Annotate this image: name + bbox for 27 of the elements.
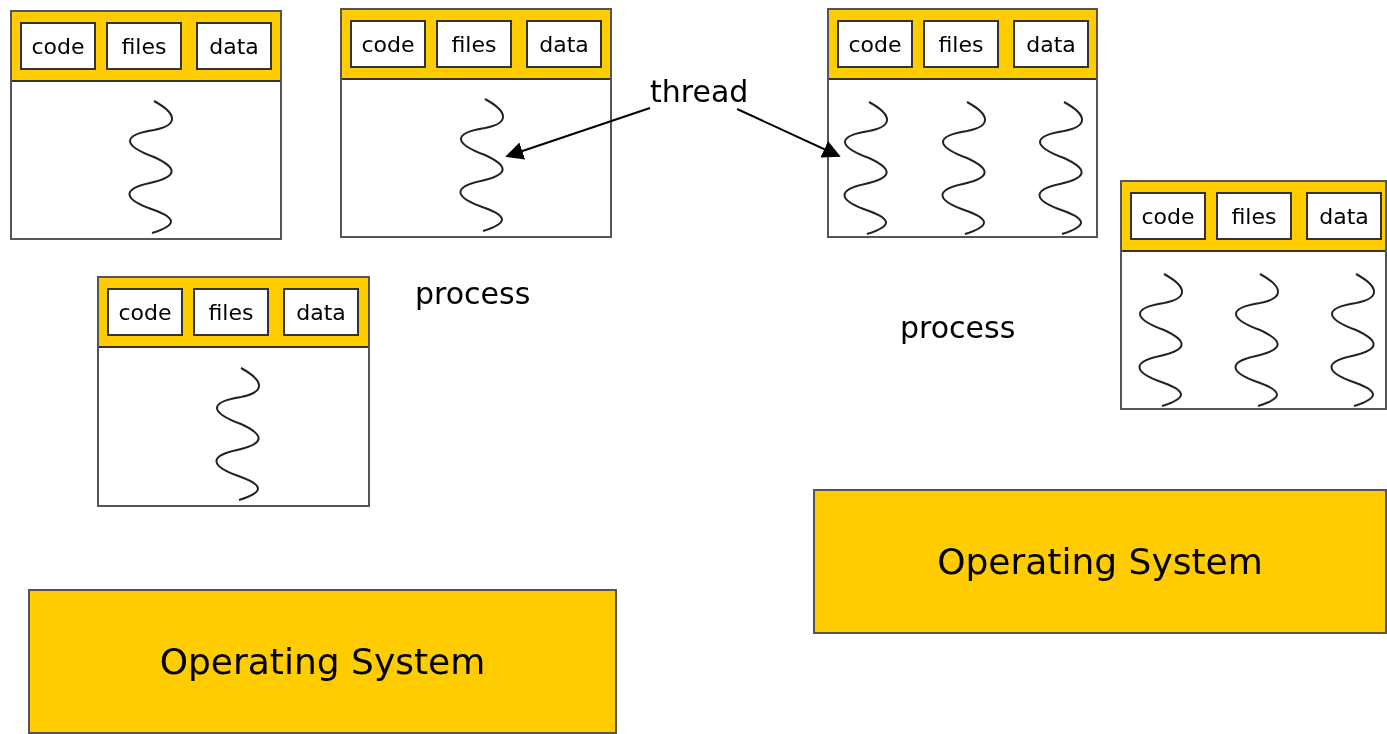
process-box [1120,180,1387,410]
segment-label: code [837,20,913,68]
os-box: Operating System [813,489,1387,634]
leader-arrow [736,108,841,158]
segment-label: code [1130,192,1206,240]
segment-label: code [20,22,96,70]
segment-label: data [1013,20,1089,68]
segment-label: data [283,288,359,336]
process-box [827,8,1098,238]
process-label: process [415,276,531,311]
process-box [10,10,282,240]
process-box [340,8,612,238]
os-box: Operating System [28,589,617,734]
segment-label: files [1216,192,1292,240]
segment-label: files [923,20,999,68]
process-label: process [900,310,1016,345]
process-box [97,276,370,507]
segment-label: data [1306,192,1382,240]
segment-label: files [436,20,512,68]
thread-label: thread [650,74,749,109]
segment-label: files [193,288,269,336]
leader-arrow [505,107,651,160]
segment-label: code [107,288,183,336]
segment-label: files [106,22,182,70]
segment-label: code [350,20,426,68]
segment-label: data [196,22,272,70]
segment-label: data [526,20,602,68]
